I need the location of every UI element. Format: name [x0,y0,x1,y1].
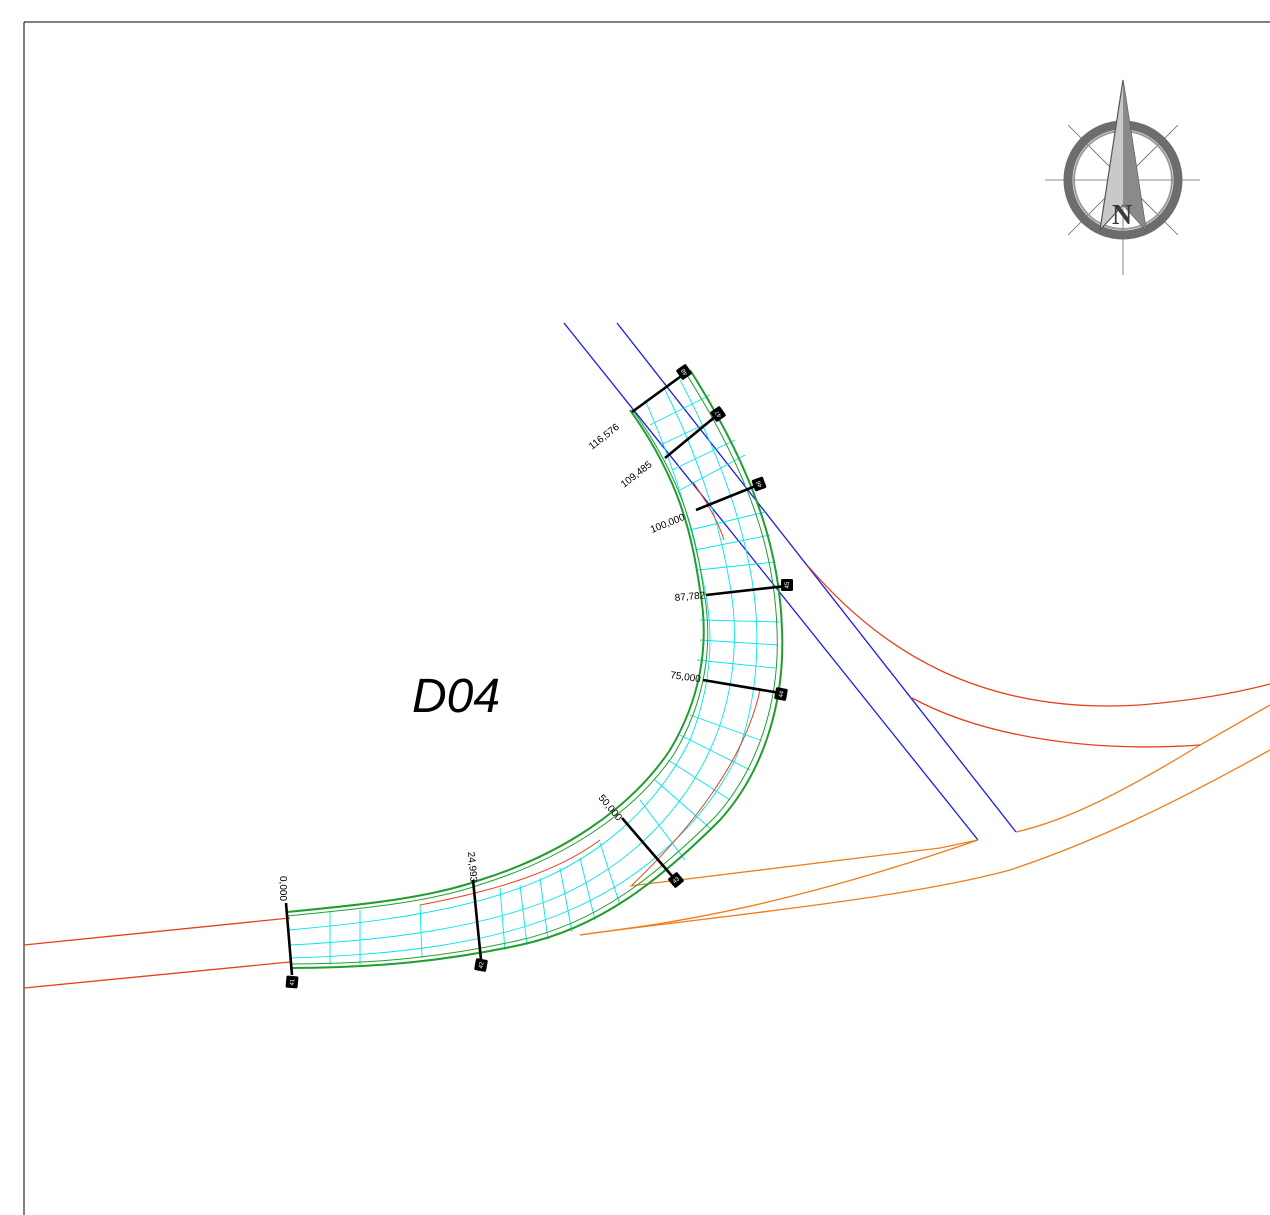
section-tag: 47 [710,406,726,422]
section-tag: 42 [474,958,488,972]
north-letter: N [1112,200,1132,231]
section-tag-label: 41 [290,978,297,986]
station-label: 116,576 [587,422,622,453]
section-tag: 44 [774,687,788,701]
red-guide-line-2 [631,689,761,886]
section-tag: 41 [285,975,299,989]
station-label: 50,000 [596,793,624,824]
section-tag-label: 48 [680,367,689,376]
station-labels: 0,000 24,993 50,000 75,000 87,782 100,00… [277,422,706,902]
north-arrow-icon: N [1045,79,1200,275]
station-label: 87,782 [674,590,706,604]
boundary-lines [23,565,1270,989]
road-grid-crosslines [329,394,780,965]
section-tag-label: 46 [756,479,764,488]
section-tag-label: 43 [672,876,681,885]
road-edges [286,369,784,969]
section-tag: 48 [676,364,692,380]
section-lines [284,372,787,976]
section-tag: 45 [781,579,793,591]
section-tag: 46 [751,476,767,492]
section-tags: 41 42 43 44 45 46 47 48 [285,364,793,989]
section-tag-label: 44 [778,690,785,698]
section-tag-label: 42 [478,961,485,969]
red-guide-line-3 [692,481,725,541]
section-tag: 43 [668,872,684,888]
section-tag-label: 45 [785,581,791,588]
section-tag-label: 47 [714,409,723,418]
drawing-label: D04 [412,670,500,723]
station-label: 109,485 [619,459,655,490]
station-label: 75,000 [670,670,702,685]
red-guide-line [419,839,601,906]
station-label: 24,993 [465,851,479,883]
station-label: 0,000 [277,876,288,901]
station-label: 100,000 [649,512,687,536]
sheet-frame [23,21,1270,1215]
